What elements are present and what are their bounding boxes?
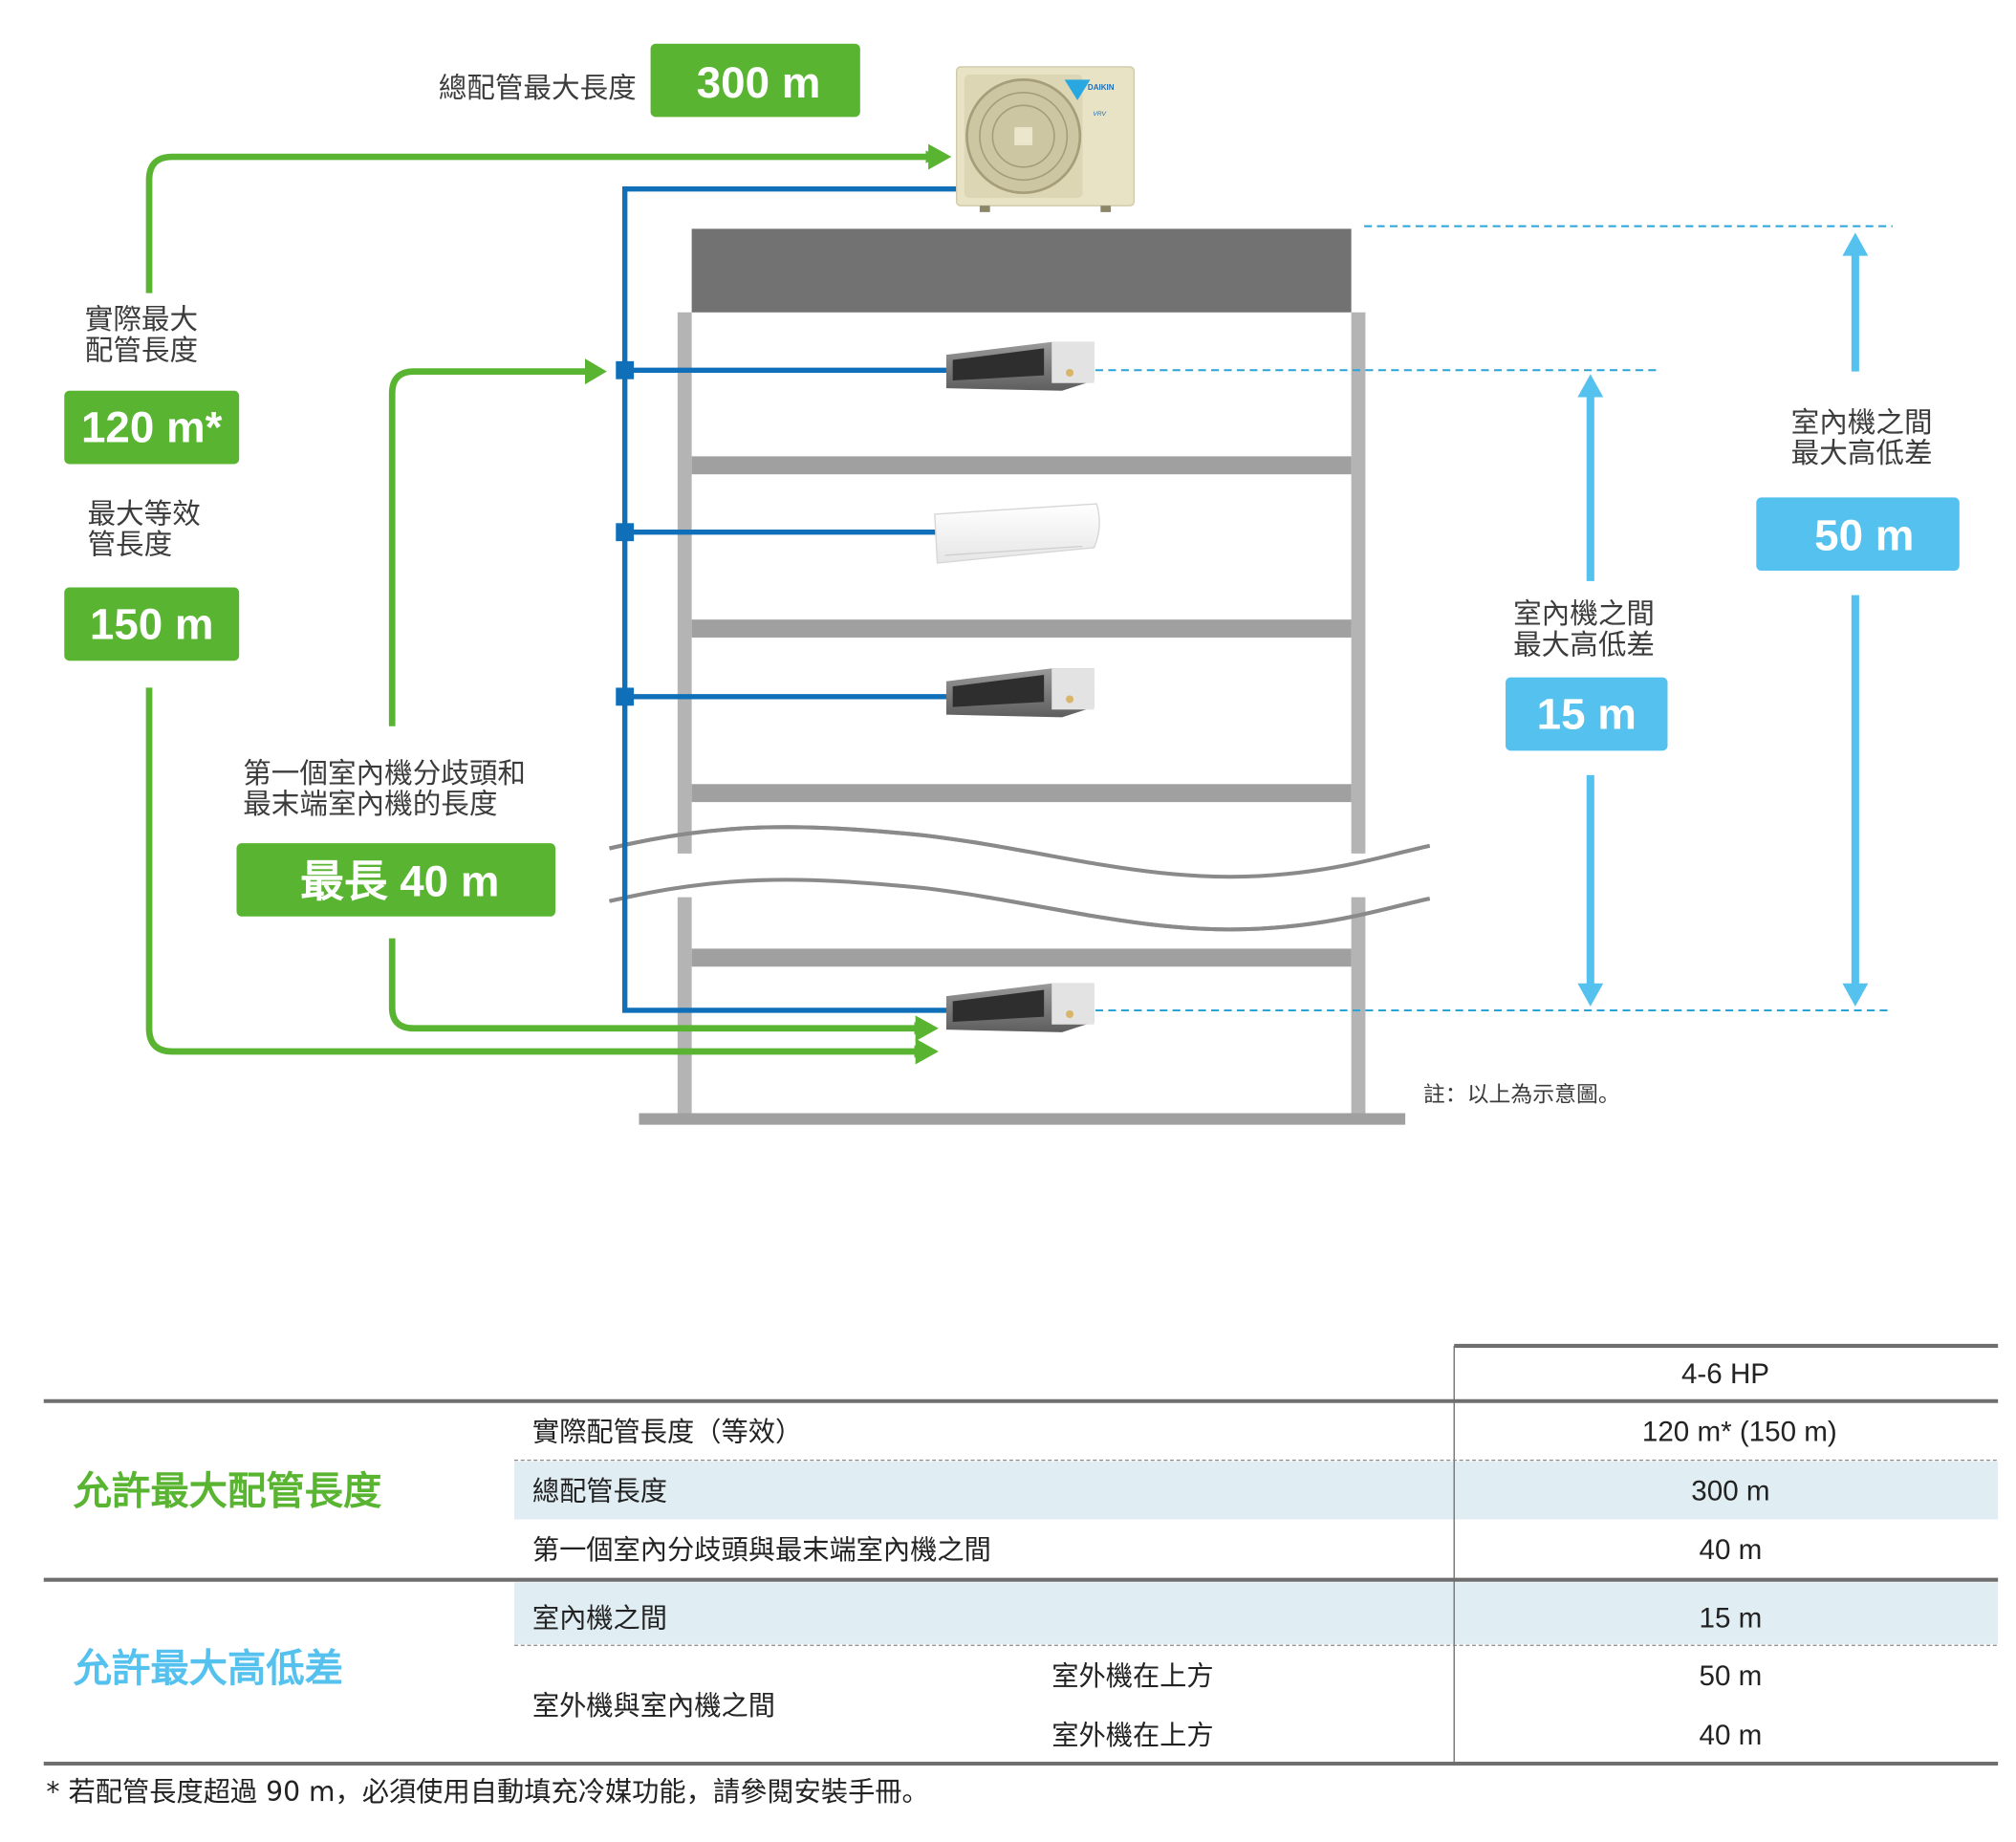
group-title-max-height-diff: 允許最大高低差 [74, 1646, 343, 1691]
outdoor-unit: DAIKIN VRV [956, 66, 1135, 212]
table-row: 第一個室內分歧頭與最末端室內機之間 40 m [532, 1534, 1762, 1566]
row-value: 15 m [1700, 1602, 1763, 1634]
branch-label-line1: 第一個室內機分歧頭和 [243, 757, 526, 790]
actual-max-value: 120 m* [81, 403, 223, 452]
floor-slab-1 [691, 456, 1352, 475]
arrowhead-lowest-2 [915, 1038, 939, 1065]
height-arrows [1586, 251, 1859, 987]
row-label: 實際配管長度（等效） [532, 1416, 802, 1447]
row-shade-total [514, 1461, 1999, 1520]
equivalent-max-value: 150 m [90, 599, 214, 648]
indoor-height-badge [1506, 677, 1668, 751]
branch-value: 最長 40 m [300, 856, 499, 905]
indoor-height-value: 15 m [1537, 689, 1637, 738]
row-value: 300 m [1691, 1475, 1769, 1506]
equivalent-max-label-line2: 管長度 [87, 529, 172, 561]
floor-slab-2 [691, 619, 1352, 638]
indoor-unit-wall [934, 503, 1100, 564]
diagram-note: 註：以上為示意圖。 [1423, 1082, 1620, 1107]
outdoor-height-badge [1756, 497, 1960, 572]
table-row: 室外機與室內機之間 室外機在上方 50 m [532, 1660, 1762, 1722]
row-value: 50 m [1700, 1660, 1763, 1692]
row-sublabel: 室外機在上方 [1051, 1720, 1213, 1751]
equivalent-max-label-line1: 最大等效 [87, 497, 200, 530]
total-pipe-value: 300 m [697, 58, 821, 107]
total-pipe-badge [650, 43, 860, 118]
roof-block [691, 228, 1352, 313]
indoor-height-label-line1: 室內機之間 [1513, 597, 1655, 630]
outdoor-height-label-line2: 最大高低差 [1791, 437, 1933, 469]
branch-label-line2: 最末端室內機的長度 [243, 788, 497, 820]
table-footnote: * 若配管長度超過 90 m，必須使用自動填充冷媒功能，請參閱安裝手冊。 [46, 1776, 928, 1808]
row-value: 40 m [1700, 1534, 1763, 1566]
arrowhead-15m-up [1577, 374, 1604, 398]
branch-badge [236, 843, 556, 917]
arrowhead-50m-up [1842, 232, 1869, 256]
length-arrows [145, 150, 939, 1058]
indoor-height-label-line2: 最大高低差 [1513, 628, 1655, 661]
arrow-actual-max-bottom [145, 687, 927, 1058]
total-pipe-label: 總配管最大長度 [439, 72, 637, 104]
floor-slab-4 [691, 948, 1352, 967]
actual-max-label-line2: 配管長度 [85, 335, 198, 367]
indoor-unit-duct-3 [945, 983, 1095, 1032]
indoor-unit-duct-2 [945, 668, 1095, 718]
row-value: 40 m [1700, 1720, 1763, 1751]
height-reference-lines [1095, 225, 1893, 1011]
outdoor-height-label-line1: 室內機之間 [1791, 406, 1933, 439]
arrowhead-total [928, 143, 952, 170]
refrigerant-piping [621, 185, 959, 1013]
row-sublabel: 室外機在上方 [1051, 1660, 1213, 1692]
table-row: 總配管長度 300 m [532, 1475, 1770, 1506]
actual-max-badge [64, 390, 240, 465]
row-label: 室內機之間 [532, 1602, 667, 1634]
arrow-branch-bottom [388, 938, 927, 1035]
branch-joint-1 [616, 360, 635, 379]
arrowhead-branch [584, 358, 607, 385]
row-label: 總配管長度 [532, 1475, 667, 1506]
row-shade-indoor [514, 1582, 1999, 1644]
main-pipe [621, 185, 959, 1013]
table-row: 室外機在上方 40 m [1051, 1720, 1762, 1751]
right-pillar [1351, 312, 1366, 1116]
arrowhead-50m-down [1842, 983, 1869, 1007]
actual-max-label-line1: 實際最大 [85, 303, 198, 336]
series-label: VRV [1093, 111, 1106, 118]
group-title-max-pipe-length: 允許最大配管長度 [74, 1468, 382, 1513]
indoor-unit-duct-1 [945, 341, 1095, 391]
table-row: 實際配管長度（等效） 120 m* (150 m) [532, 1416, 1837, 1447]
equivalent-max-badge [64, 587, 240, 661]
left-pillar [677, 312, 692, 1116]
daikin-logo-icon [1064, 79, 1091, 100]
ground-slab [639, 1113, 1406, 1125]
arrow-branch-top [388, 364, 598, 726]
spec-table: 4-6 HP 允許最大配管長度 實際配管長度（等效） 120 m* (150 m… [43, 1343, 1999, 1808]
arrowhead-15m-down [1577, 983, 1604, 1007]
building [609, 228, 1459, 1125]
branch-joint-2 [616, 523, 635, 542]
outdoor-height-value: 50 m [1814, 511, 1914, 560]
table-row: 室內機之間 15 m [532, 1602, 1762, 1634]
brand-label: DAIKIN [1088, 83, 1115, 92]
arrowhead-lowest-1 [915, 1015, 939, 1042]
column-header-hp: 4-6 HP [1681, 1358, 1769, 1390]
row-label: 第一個室內分歧頭與最末端室內機之間 [532, 1534, 991, 1566]
arrow-actual-max-top [145, 150, 939, 293]
floor-slab-3 [691, 784, 1352, 803]
row-value: 120 m* (150 m) [1642, 1416, 1837, 1447]
branch-joint-3 [616, 687, 635, 706]
row-label: 室外機與室內機之間 [532, 1690, 775, 1722]
